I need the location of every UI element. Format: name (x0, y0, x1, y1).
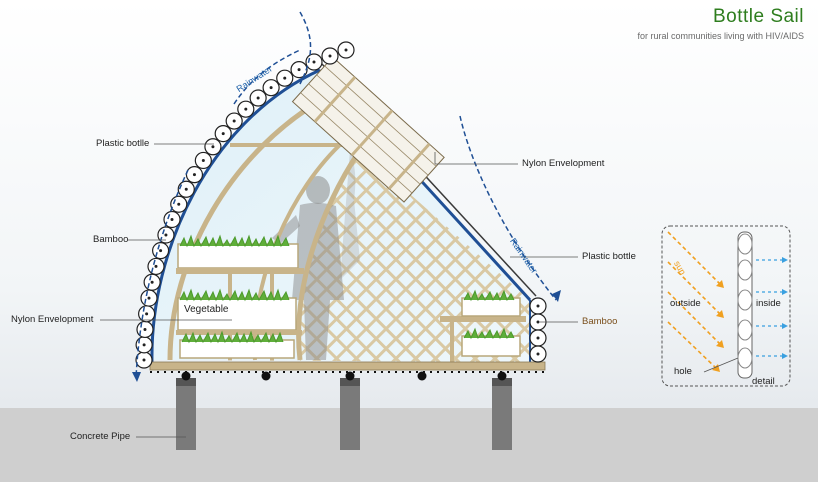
bottle-cap-hole (177, 202, 181, 206)
bottle-cap-hole (154, 264, 158, 268)
bottle-cap-hole (256, 96, 260, 100)
bottle-caps (135, 41, 547, 369)
label-nylon-left: Nylon Envelopment (11, 314, 94, 325)
bottle-cap-hole (184, 187, 188, 191)
label-plastic-bottle-left: Plastic botlle (96, 138, 150, 149)
bottle-cap-hole (221, 132, 225, 136)
label-outside: outside (670, 298, 701, 309)
bottle-cap-hole (283, 76, 287, 80)
bottle-cap-hole (143, 327, 147, 331)
label-plastic-bottle-right: Plastic bottle (582, 251, 636, 262)
label-vegetable: Vegetable (182, 304, 231, 315)
bottle-cap-hole (192, 173, 196, 177)
roof-bottles (291, 56, 445, 203)
bottle-cap-hole (297, 68, 301, 72)
bottle-cap-hole (170, 217, 174, 221)
bottle-cap-hole (328, 54, 332, 58)
bottle-cap-hole (145, 312, 149, 316)
bottle-cap-hole (536, 304, 540, 308)
page-subtitle: for rural communities living with HIV/AI… (637, 31, 804, 41)
concrete-pipes (176, 378, 512, 450)
bottle-cap-hole (536, 352, 540, 356)
ground (0, 408, 818, 482)
bottle-cap-hole (536, 320, 540, 324)
bottle-cap-hole (211, 145, 215, 149)
bottle-cap-hole (159, 249, 163, 253)
label-nylon-right: Nylon Envelopment (522, 158, 605, 169)
label-inside: inside (756, 298, 781, 309)
bottle-cap-hole (536, 336, 540, 340)
bottle-cap-hole (150, 280, 154, 284)
bottle-cap-hole (201, 158, 205, 162)
floor (149, 361, 546, 381)
bottle-cap-hole (232, 119, 236, 123)
label-bamboo-left: Bamboo (93, 234, 129, 245)
bottle-cap-hole (142, 358, 146, 362)
detail-panel (661, 225, 791, 387)
bottle-cap-hole (344, 48, 348, 52)
bottle-cap-hole (244, 107, 248, 111)
bottle-cap-hole (269, 86, 273, 90)
rainwater-arrows (135, 11, 557, 379)
label-detail: detail (752, 376, 775, 387)
bottle-cap-hole (147, 296, 151, 300)
label-bamboo-right: Bamboo (582, 316, 618, 327)
leader-lines (100, 143, 578, 438)
page-title: Bottle Sail (712, 6, 804, 27)
label-concrete-pipe: Concrete Pipe (70, 431, 131, 442)
label-hole: hole (674, 366, 692, 377)
bottle-cap-hole (164, 233, 168, 237)
bottle-cap-hole (142, 343, 146, 347)
bottle-cap-hole (312, 60, 316, 64)
vegetable-shelves (176, 234, 526, 362)
